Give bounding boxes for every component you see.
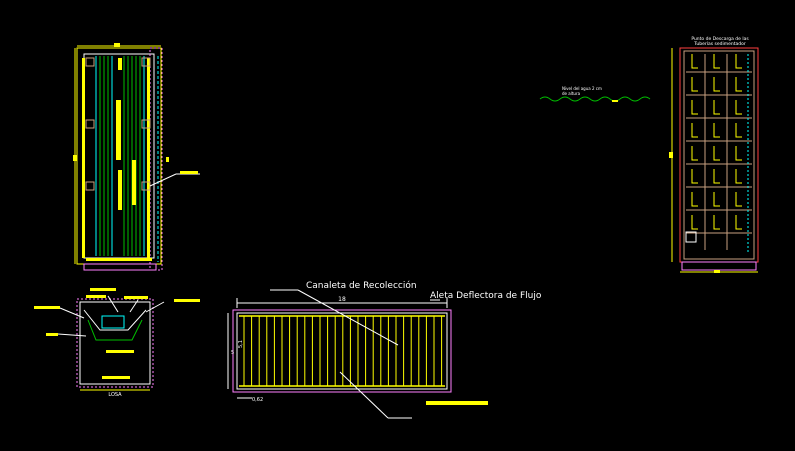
right-title-2: Tuberías sedimentador — [693, 40, 746, 47]
canaleta-bars — [243, 316, 443, 386]
elevation-row — [686, 100, 752, 119]
elevation-row — [686, 215, 752, 234]
dim-5-1: 5,1 — [238, 340, 244, 348]
canaleta-outer — [232, 309, 452, 393]
canaleta-label: Canaleta de Recolección — [306, 280, 417, 291]
elevation-row — [686, 123, 752, 142]
water-level-note: Nivel del agua 2 cm de altura — [539, 86, 651, 102]
section-view: LOSA — [34, 288, 200, 398]
elevation-rows — [686, 54, 752, 250]
right-title-1: Punto de Descarga de las — [691, 36, 749, 42]
right-elevation: Punto de Descarga de las Tuberías sedime… — [669, 36, 759, 273]
elevation-row — [686, 146, 752, 165]
elevation-row — [686, 169, 752, 188]
wave-note-2: de altura — [562, 91, 581, 96]
elevation-row — [686, 54, 752, 73]
section-tank — [79, 301, 151, 385]
dim-062: 0,62 — [252, 397, 263, 403]
dim-18: 18 — [338, 296, 346, 303]
plan-right-wall — [149, 47, 163, 271]
section-label: LOSA — [108, 392, 122, 398]
elevation-row — [686, 77, 752, 96]
plan-tubes — [99, 56, 141, 256]
aleta-label: Aleta Deflectora de Flujo — [430, 291, 542, 301]
canaleta-plan: 18 5 5,1 0,62 Canaleta de Recolección Al… — [227, 280, 542, 419]
plan-view-left — [73, 43, 200, 271]
wave-note-1: Nivel del agua 2 cm — [562, 86, 602, 91]
elevation-row — [686, 192, 752, 211]
dim-5: 5 — [231, 350, 234, 356]
